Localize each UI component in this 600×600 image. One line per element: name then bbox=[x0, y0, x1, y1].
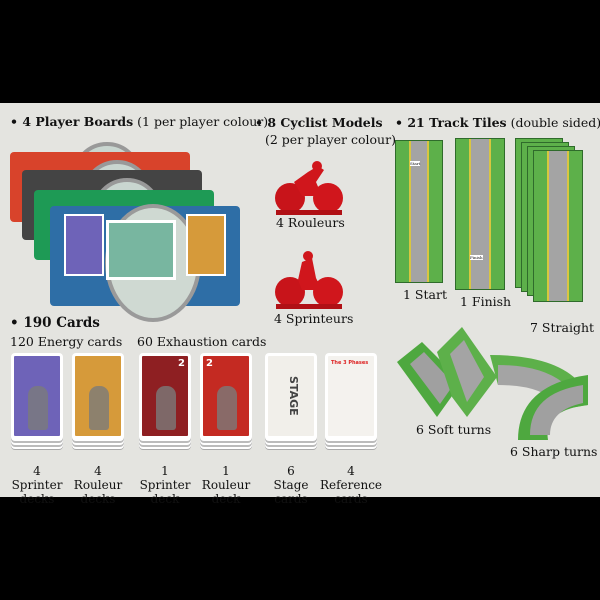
cards-heading: • 190 Cards bbox=[10, 315, 100, 331]
deck-count: 4 bbox=[94, 464, 102, 478]
reference-title: The 3 Phases bbox=[331, 360, 369, 366]
finish-sign: Finish bbox=[470, 255, 483, 260]
deck-unit: cards bbox=[334, 492, 368, 506]
rouleur-energy-card bbox=[72, 353, 124, 439]
sprinteurs-label: 4 Sprinteurs bbox=[274, 311, 354, 326]
player-boards-image bbox=[10, 142, 240, 324]
exhaustion-cards-label: 60 Exhaustion cards bbox=[137, 334, 267, 349]
heading-subtitle: (double sided) bbox=[510, 115, 600, 130]
rouleurs-label: 4 Rouleurs bbox=[276, 215, 345, 230]
deck-unit: cards bbox=[274, 492, 308, 506]
deck-type: Reference bbox=[319, 478, 383, 492]
start-sign: Start bbox=[410, 161, 421, 166]
deck-type: Sprinter bbox=[11, 478, 63, 492]
track-heading: • 21 Track Tiles (double sided) bbox=[395, 115, 600, 130]
deck-unit: decks bbox=[80, 492, 116, 506]
straight-label: 7 Straight bbox=[530, 320, 595, 335]
reference-card: The 3 Phases bbox=[325, 353, 377, 439]
stage-card: STAGE bbox=[265, 353, 317, 439]
heading-subtitle: (1 per player colour) bbox=[137, 114, 269, 129]
heading-text: • 21 Track Tiles bbox=[395, 115, 507, 130]
deck-type: Sprinter bbox=[139, 478, 191, 492]
soft-turn-tiles-icon bbox=[397, 327, 497, 417]
deck-count: 1 bbox=[222, 464, 230, 478]
deck-count: 1 bbox=[161, 464, 169, 478]
deck-count: 4 bbox=[33, 464, 41, 478]
finish-label: 1 Finish bbox=[460, 294, 512, 309]
sprinter-exhaustion-card: 2 bbox=[139, 353, 191, 439]
deck-unit: deck bbox=[211, 492, 241, 506]
deck-count: 4 bbox=[347, 464, 355, 478]
heading-text: • 4 Player Boards bbox=[10, 114, 134, 129]
deck-type: Rouleur bbox=[201, 478, 251, 492]
deck-count: 6 bbox=[287, 464, 295, 478]
finish-tile: Finish bbox=[455, 138, 505, 290]
start-tile: Start bbox=[395, 140, 443, 283]
start-label: 1 Start bbox=[403, 287, 447, 302]
deck-unit: deck bbox=[150, 492, 180, 506]
sprinteur-model-icon bbox=[275, 251, 343, 309]
stage-text: STAGE bbox=[287, 376, 300, 416]
sharp-turn-tiles-icon bbox=[490, 355, 588, 440]
cyclists-subtitle: (2 per player colour) bbox=[265, 132, 396, 147]
sharp-turns-label: 6 Sharp turns bbox=[510, 444, 598, 459]
straight-tiles-stack bbox=[515, 138, 587, 303]
soft-turns-label: 6 Soft turns bbox=[416, 422, 492, 437]
rouleur-model-icon bbox=[275, 161, 343, 215]
sprinter-energy-card bbox=[11, 353, 63, 439]
rouleur-exhaustion-card: 2 bbox=[200, 353, 252, 439]
energy-cards-label: 120 Energy cards bbox=[10, 334, 123, 349]
cyclists-heading: • 8 Cyclist Models bbox=[255, 115, 383, 130]
deck-type: Stage bbox=[273, 478, 309, 492]
card-value: 2 bbox=[206, 358, 213, 369]
deck-unit: decks bbox=[19, 492, 55, 506]
card-value: 2 bbox=[178, 358, 185, 369]
player-boards-heading: • 4 Player Boards (1 per player colour) bbox=[10, 114, 269, 129]
deck-type: Rouleur bbox=[73, 478, 123, 492]
